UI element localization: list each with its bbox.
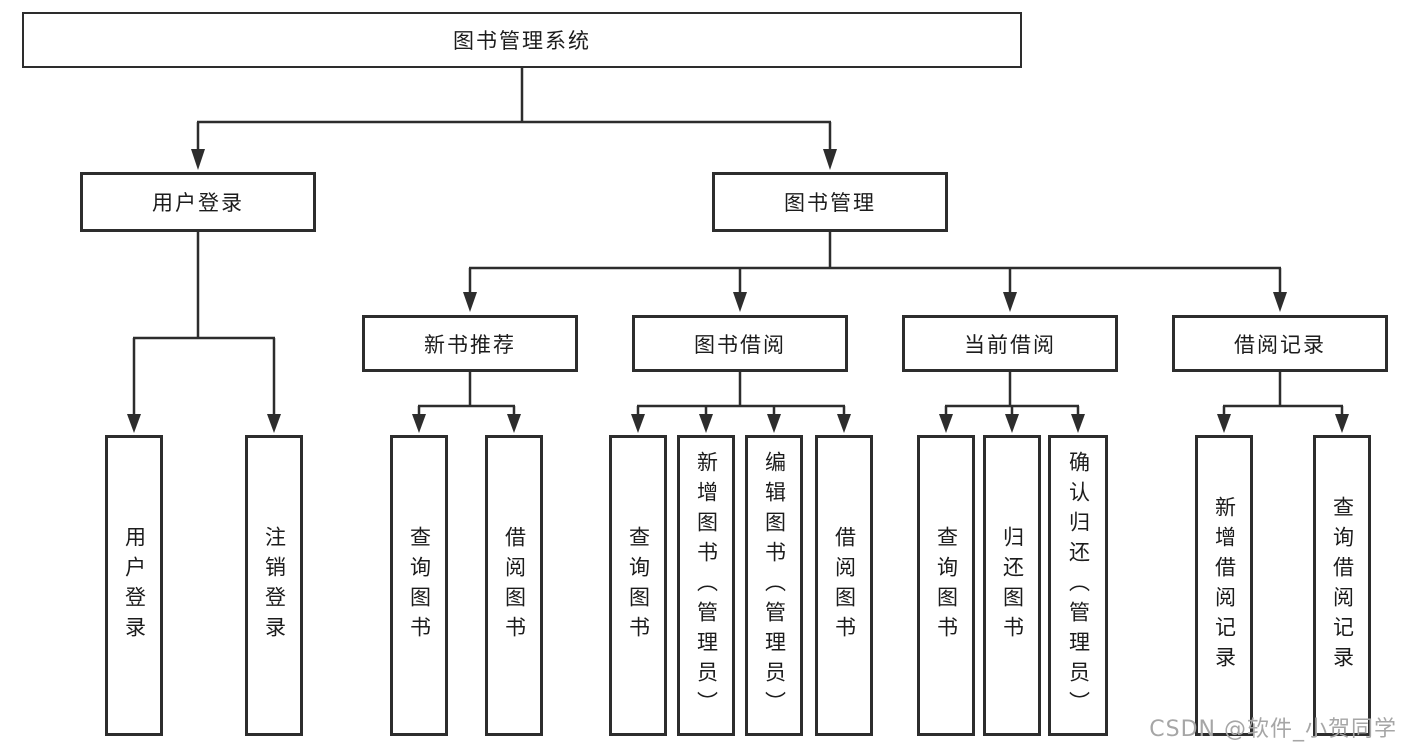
leaf-add-books-admin-label: 新增图书（管理员）	[694, 450, 719, 721]
leaf-edit-books-admin-label: 编辑图书（管理员）	[762, 450, 787, 721]
leaf-query-books-recommend: 查询图书	[390, 435, 448, 736]
leaf-query-borrow-record-label: 查询借阅记录	[1330, 495, 1355, 676]
leaf-return-books: 归还图书	[983, 435, 1041, 736]
leaf-user-login-label: 用户登录	[122, 525, 147, 646]
csdn-watermark: CSDN @软件_小贺同学	[1149, 717, 1397, 742]
leaf-add-books-admin: 新增图书（管理员）	[677, 435, 735, 736]
leaf-logout: 注销登录	[245, 435, 303, 736]
leaf-borrow-books-label: 借阅图书	[832, 525, 857, 646]
leaf-confirm-return-admin: 确认归还（管理员）	[1048, 435, 1108, 736]
leaf-query-borrow-record: 查询借阅记录	[1313, 435, 1371, 736]
node-current-borrowing: 当前借阅	[902, 315, 1118, 372]
leaf-borrow-books-recommend-label: 借阅图书	[502, 525, 527, 646]
node-book-management: 图书管理	[712, 172, 948, 232]
node-book-borrowing: 图书借阅	[632, 315, 848, 372]
leaf-add-borrow-record-label: 新增借阅记录	[1212, 495, 1237, 676]
leaf-query-books-current-label: 查询图书	[934, 525, 959, 646]
leaf-borrow-books-recommend: 借阅图书	[485, 435, 543, 736]
leaf-edit-books-admin: 编辑图书（管理员）	[745, 435, 803, 736]
leaf-query-books-borrowing: 查询图书	[609, 435, 667, 736]
node-borrowing-records: 借阅记录	[1172, 315, 1388, 372]
node-library-management-system: 图书管理系统	[22, 12, 1022, 68]
leaf-add-borrow-record: 新增借阅记录	[1195, 435, 1253, 736]
leaf-user-login: 用户登录	[105, 435, 163, 736]
leaf-borrow-books: 借阅图书	[815, 435, 873, 736]
leaf-confirm-return-admin-label: 确认归还（管理员）	[1066, 450, 1091, 721]
node-new-book-recommend: 新书推荐	[362, 315, 578, 372]
leaf-query-books-borrowing-label: 查询图书	[626, 525, 651, 646]
leaf-logout-label: 注销登录	[262, 525, 287, 646]
leaf-query-books-recommend-label: 查询图书	[407, 525, 432, 646]
node-user-login: 用户登录	[80, 172, 316, 232]
leaf-return-books-label: 归还图书	[1000, 525, 1025, 646]
leaf-query-books-current: 查询图书	[917, 435, 975, 736]
